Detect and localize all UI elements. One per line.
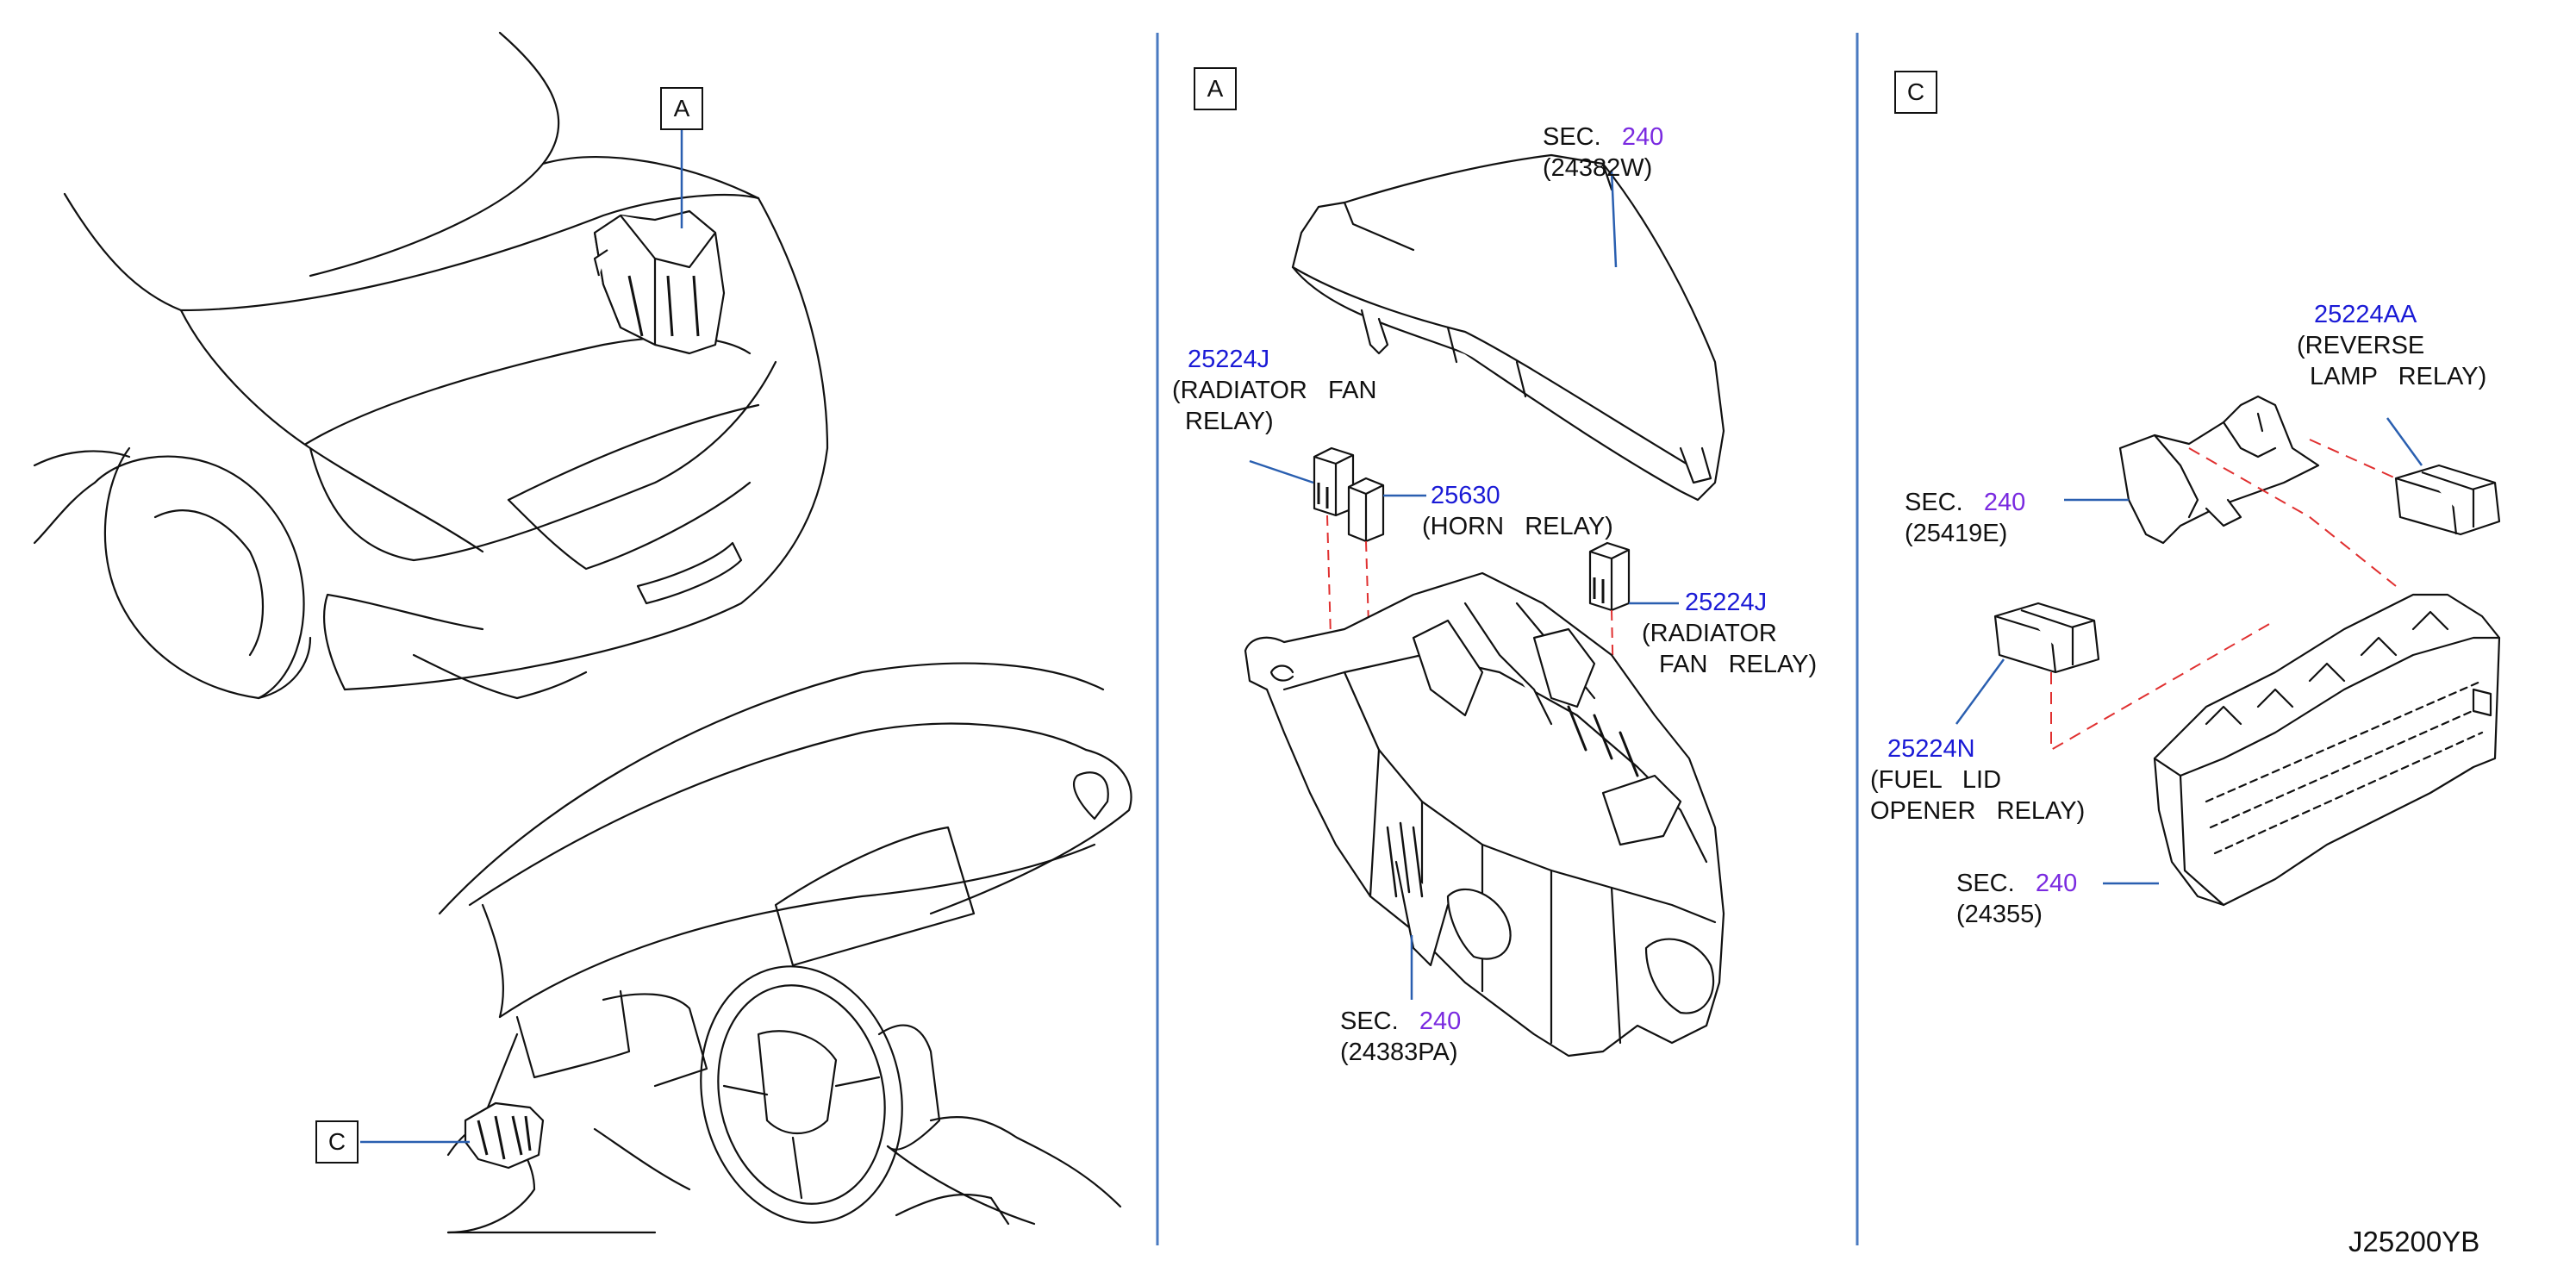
interior-fuse-block-drawing [2153, 593, 2501, 907]
fuse-block-sec-no: 240 [2035, 870, 2078, 897]
fuel-relay-part-no: 25224N [1887, 735, 1975, 763]
cover-sec: SEC. [1543, 123, 1601, 151]
fuse-block-label: SEC. 240 [1956, 869, 2077, 899]
bracket-label: SEC. 240 [1905, 488, 2025, 518]
box-sec: SEC. [1340, 1008, 1399, 1035]
fuel-relay-leader [1955, 658, 2005, 725]
cover-sec-no: 240 [1621, 123, 1664, 151]
callout-box-c: C [315, 1120, 359, 1164]
interior-fuse-block-thumbnail [464, 1101, 545, 1170]
fuel-relay-line1: (FUEL LID [1870, 766, 2002, 794]
box-label: SEC. 240 [1340, 1007, 1461, 1037]
rad-fan-relay-right-line2: FAN RELAY) [1659, 651, 1818, 678]
bracket-drawing [2118, 395, 2320, 545]
box-sec-no: 240 [1419, 1008, 1462, 1035]
rad-fan-relay-left-line2: RELAY) [1185, 408, 1274, 435]
cover-part: (24382W) [1543, 154, 1653, 182]
cover-leader [1610, 170, 1618, 268]
rad-fan-relay-right-line1: (RADIATOR [1642, 620, 1777, 647]
fuse-block-sec: SEC. [1956, 870, 2015, 897]
rad-fan-relay-left-line1: (RADIATOR FAN [1172, 377, 1377, 404]
panel-c-title: C [1894, 71, 1937, 114]
relay-left-leader [1249, 459, 1314, 484]
fuse-box-cover-drawing [1291, 153, 1725, 502]
bracket-sec: SEC. [1905, 489, 1963, 516]
reverse-relay-line2: LAMP RELAY) [2310, 363, 2487, 390]
engine-fuse-box-thumbnail [593, 209, 726, 355]
install-lines-panel-c [2050, 439, 2397, 752]
reverse-relay-line1: (REVERSE [2297, 332, 2425, 359]
cover-label: SEC. 240 [1543, 122, 1663, 153]
panel-a-title: A [1194, 67, 1237, 110]
radiator-fan-relay-right-drawing [1588, 541, 1631, 612]
reverse-relay-leader [2386, 417, 2423, 466]
car-front-drawing [33, 31, 829, 700]
fuse-block-part: (24355) [1956, 901, 2043, 928]
horn-relay-drawing [1347, 477, 1385, 543]
drawing-code: J25200YB [2348, 1226, 2480, 1257]
dashboard-drawing [438, 662, 1132, 1234]
horn-relay-line1: (HORN RELAY) [1422, 513, 1613, 540]
fuel-lid-relay-drawing [1993, 602, 2100, 674]
callout-box-a: A [660, 87, 703, 130]
box-part: (24383PA) [1340, 1039, 1458, 1066]
fuel-relay-line2: OPENER RELAY) [1870, 797, 2086, 825]
engine-fuse-box-drawing [1244, 571, 1725, 1058]
bracket-part: (25419E) [1905, 520, 2008, 547]
bracket-sec-no: 240 [1983, 489, 2026, 516]
rad-fan-relay-right-part-no: 25224J [1685, 589, 1768, 616]
horn-relay-part-no: 25630 [1431, 482, 1500, 509]
radiator-fan-relay-left-drawing [1313, 446, 1355, 517]
rad-fan-relay-left-part-no: 25224J [1188, 346, 1270, 373]
reverse-lamp-relay-drawing [2394, 464, 2501, 536]
reverse-relay-part-no: 25224AA [2314, 301, 2417, 328]
